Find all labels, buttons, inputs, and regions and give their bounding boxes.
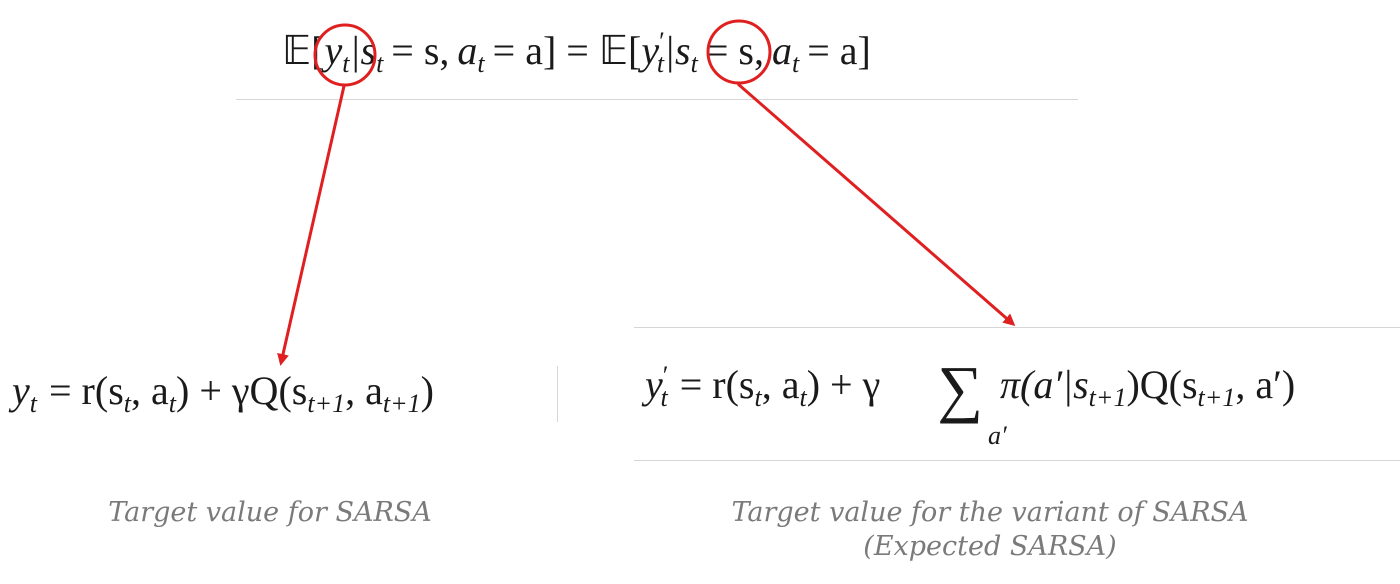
- summation-index: a′: [988, 421, 1007, 450]
- svg-text:y′t= r(st, at) + γ: y′t= r(st, at) + γ: [641, 361, 880, 412]
- caption-sarsa: Target value for SARSA: [108, 497, 432, 528]
- expected-sarsa-equation: y′t= r(st, at) + γ ∑ a′ π(a′|st+1)Q(st+1…: [641, 353, 1295, 450]
- right-box-bottom-divider: [634, 460, 1400, 461]
- highlight-circle-y: [313, 23, 377, 87]
- caption-expected-sarsa: Target value for the variant of SARSA (E…: [731, 497, 1249, 562]
- svg-text:π(a′|st+1)Q(st+1, a′): π(a′|st+1)Q(st+1, a′): [1000, 362, 1295, 412]
- arrow-to-sarsa: [277, 85, 346, 366]
- y-target: y: [321, 28, 343, 73]
- arrow-to-expected-sarsa: [737, 82, 1016, 326]
- top-equation: 𝔼[yt|st= s,at= a] = 𝔼[y′t|st= s,at= a]: [282, 27, 871, 78]
- svg-text:yt= r(st, at) + γQ(st+1, at+1): yt= r(st, at) + γQ(st+1, at+1): [8, 368, 434, 418]
- summation-symbol: ∑: [937, 353, 983, 424]
- top-divider: [236, 99, 1078, 100]
- svg-text:𝔼[yt|st= s,at= a] = 𝔼[y′t|st: 𝔼[yt|st= s,at= a] = 𝔼[y′t|st= s,at= a]: [282, 27, 871, 78]
- sarsa-equation: yt= r(st, at) + γQ(st+1, at+1): [8, 368, 434, 418]
- left-box-edge: [557, 366, 558, 422]
- y-prime-target: y: [637, 28, 659, 73]
- right-box-top-divider: [634, 327, 1400, 328]
